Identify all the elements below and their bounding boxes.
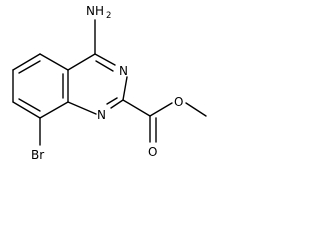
ring-nitrogen-top: N [119, 64, 128, 78]
amino-label: NH [86, 4, 104, 18]
ester-oxygen: O [174, 95, 183, 109]
bond [110, 99, 124, 109]
bond [122, 99, 151, 117]
bond [12, 53, 41, 71]
bond [67, 53, 96, 71]
bromo-label: Br [31, 148, 44, 162]
bond [39, 101, 69, 119]
bond [122, 76, 128, 101]
amino-subscript: 2 [106, 11, 111, 21]
molecule-drawing: NH 2 N N Br O O [12, 4, 207, 162]
bond [67, 101, 97, 115]
bond [106, 97, 118, 105]
bond [12, 101, 41, 119]
bond [18, 60, 41, 74]
bond [18, 98, 41, 112]
ring-nitrogen-bottom: N [97, 108, 106, 122]
bond [94, 53, 116, 66]
quinazoline-structure: NH 2 N N Br O O [12, 4, 207, 162]
bond [149, 102, 173, 117]
bond [185, 102, 207, 117]
bond [95, 60, 114, 72]
bond [39, 53, 69, 71]
carbonyl-oxygen: O [148, 145, 157, 159]
